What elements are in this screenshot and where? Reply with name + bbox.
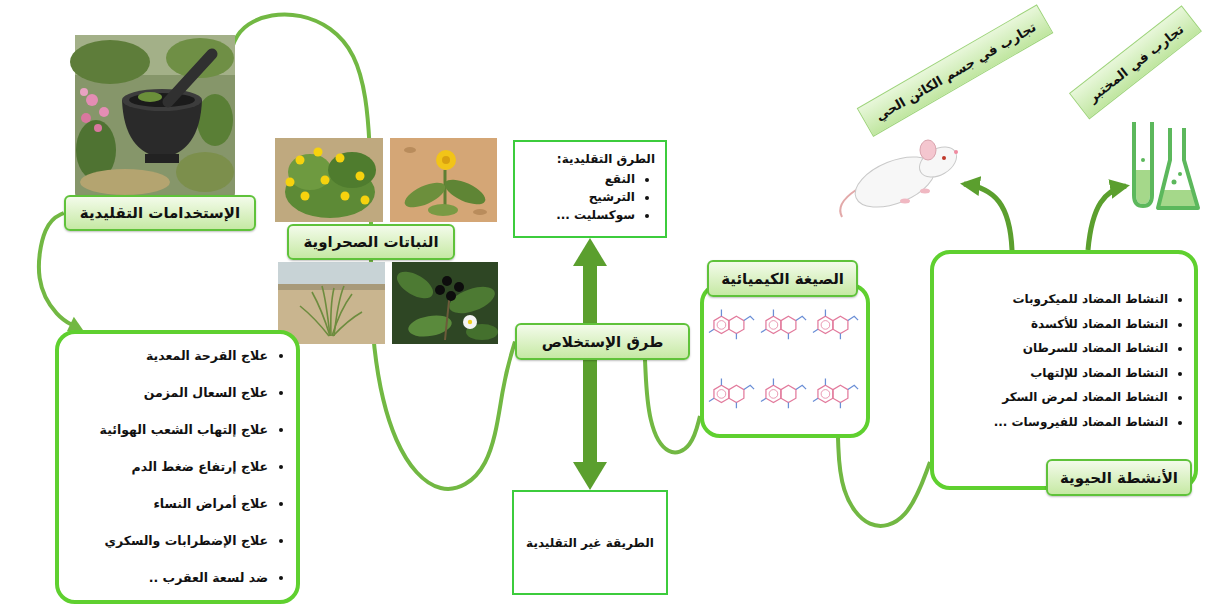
desert-plant-photo	[390, 138, 497, 222]
desert-plant-photo	[275, 138, 383, 222]
list-item: النقع	[525, 170, 635, 188]
node-label: الطريقة غير التقليدية	[526, 536, 654, 550]
heading-text: الأنشطة الحيوية	[1060, 469, 1178, 487]
flow-connector	[573, 360, 607, 490]
arrow-head	[573, 462, 607, 490]
heading-text: الصيغة الكيميائية	[721, 270, 844, 288]
activity-list-box: النشاط المضاد للميكروبات النشاط المضاد لل…	[930, 250, 1198, 490]
list-item: علاج الإضطرابات والسكري	[67, 531, 268, 551]
desert-plant-photo	[392, 262, 498, 344]
list-item: النشاط المضاد للإلتهاب	[942, 364, 1168, 382]
heading-tab: الأنشطة الحيوية	[1046, 459, 1192, 496]
list-item: النشاط المضاد للأكسدة	[942, 315, 1168, 333]
list-item: علاج القرحة المعدية	[67, 346, 268, 366]
arrow-head	[67, 317, 83, 331]
test-banner: تجارب في المختبر	[1068, 5, 1201, 119]
pointer-arrow	[964, 184, 1126, 250]
flow-connector	[838, 438, 930, 526]
chemical-structures	[709, 310, 858, 409]
connector-line	[371, 260, 515, 489]
list-item: علاج إرتفاع ضغط الدم	[67, 457, 268, 477]
list-item: علاج أمراض النساء	[67, 494, 268, 514]
connector-line	[838, 438, 930, 526]
connector-line	[583, 258, 597, 323]
node-label: تجارب في جسم الكائن الحي	[873, 19, 1039, 123]
flow-connector	[645, 360, 700, 452]
list-item: النشاط المضاد للميكروبات	[942, 290, 1168, 308]
list-item: الترشيح	[525, 188, 635, 206]
bullet-list: علاج القرحة المعدية علاج السعال المزمن علا…	[59, 334, 296, 596]
formula-box: الصيغة الكيميائية	[700, 283, 870, 438]
arrow-head	[573, 238, 607, 266]
method-box: الطرق التقليدية:النقعالترشيحسوكسليت ...	[513, 140, 667, 238]
connector-line	[583, 360, 597, 470]
lab-mouse	[840, 140, 962, 217]
node-label: الإستخدامات التقليدية	[80, 204, 240, 222]
list-item: علاج إلتهاب الشعب الهوائية	[67, 420, 268, 440]
desert-plant-photo	[278, 262, 385, 344]
node-label: النباتات الصحراوية	[303, 233, 438, 251]
node-label: تجارب في المختبر	[1085, 21, 1186, 105]
list-heading: الطرق التقليدية:	[525, 150, 655, 168]
method-box: الطريقة غير التقليدية	[512, 490, 668, 595]
list-item: النشاط المضاد للفيروسات ...	[942, 413, 1168, 431]
heading-tab: الصيغة الكيميائية	[707, 260, 858, 297]
list-item: ضد لسعة العقرب ..	[67, 568, 268, 588]
list-item: سوكسليت ...	[525, 206, 635, 224]
bullet-list: النشاط المضاد للميكروبات النشاط المضاد لل…	[934, 254, 1194, 439]
test-banner: تجارب في جسم الكائن الحي	[857, 4, 1054, 137]
connector-line	[645, 360, 700, 452]
category-label: النباتات الصحراوية	[287, 224, 454, 260]
herb-mortar-photo	[70, 35, 235, 197]
flow-connector	[371, 260, 515, 489]
bullet-list: النقعالترشيحسوكسليت ...	[525, 168, 655, 224]
list-item: النشاط المضاد للسرطان	[942, 339, 1168, 357]
flow-connector	[573, 238, 607, 323]
category-label: الإستخدامات التقليدية	[64, 195, 256, 231]
node-label: طرق الإستخلاص	[542, 333, 664, 351]
uses-list-box: علاج القرحة المعدية علاج السعال المزمن علا…	[55, 330, 300, 604]
lab-glassware	[1134, 122, 1198, 208]
process-box: طرق الإستخلاص	[515, 323, 690, 360]
list-item: النشاط المضاد لمرض السكر	[942, 388, 1168, 406]
list-item: علاج السعال المزمن	[67, 383, 268, 403]
